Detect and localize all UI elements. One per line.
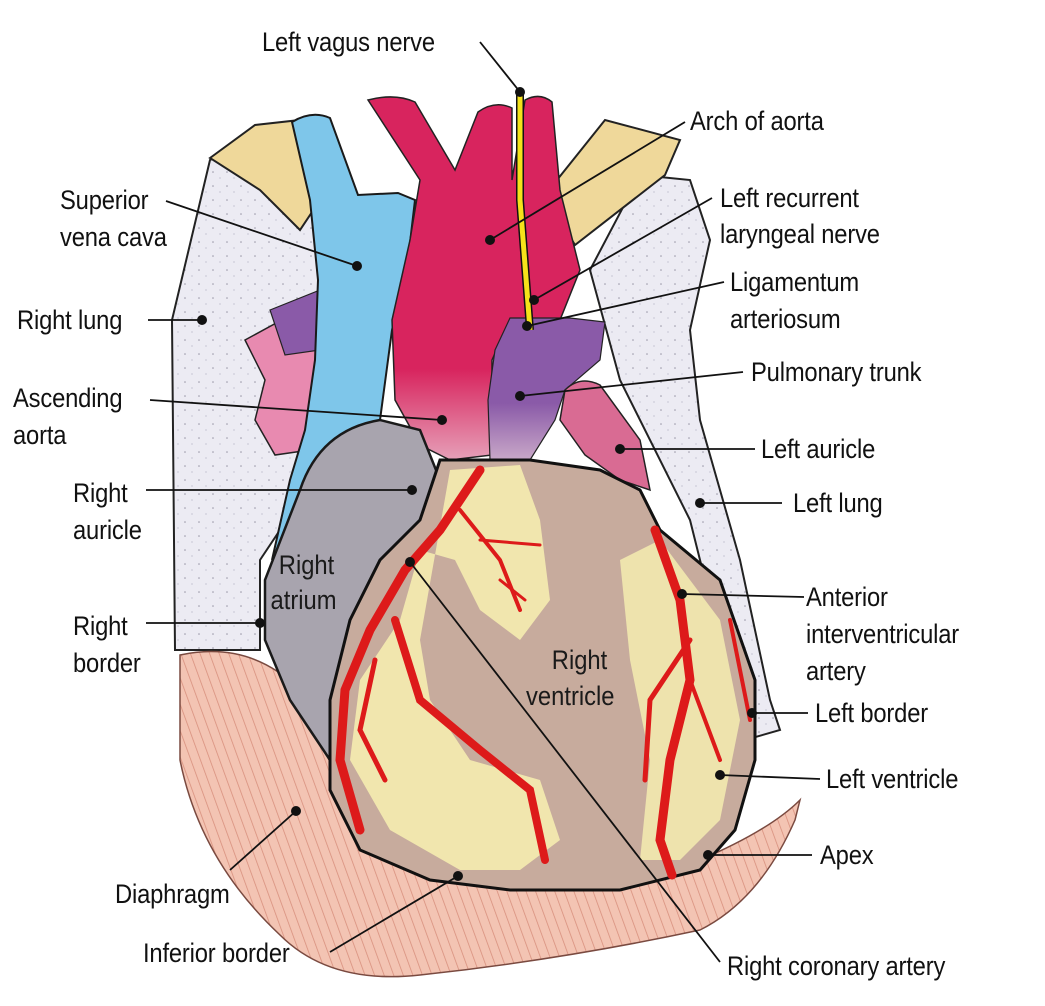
label-right-atrium-line1: Right (278, 550, 335, 580)
label-ascending-aorta-line1: Ascending (13, 383, 123, 413)
label-inferior-border: Inferior border (143, 938, 290, 968)
label-superior-vena-cava-line1: Superior (60, 185, 149, 215)
right-atrium (263, 418, 442, 764)
label-pulmonary-trunk: Pulmonary trunk (751, 357, 922, 387)
label-anterior-interventricular-artery-line3: artery (806, 656, 866, 686)
label-left-recurrent-laryngeal-nerve-line1: Left recurrent (720, 183, 859, 213)
label-ligamentum-arteriosum-line1: Ligamentum (730, 267, 860, 297)
label-left-ventricle: Left ventricle (826, 764, 959, 794)
label-left-lung: Left lung (793, 488, 883, 518)
epicardial-fat (350, 465, 560, 870)
label-anterior-interventricular-artery-line2: interventricular (806, 619, 960, 649)
label-right-auricle-line1: Right (73, 478, 128, 508)
left-lung (588, 173, 782, 742)
leader-dots (197, 87, 757, 881)
leader-lines (146, 41, 821, 963)
label-right-border-line2: border (73, 648, 141, 678)
label-right-atrium-line2: atrium (270, 585, 337, 615)
left-auricle (559, 380, 651, 492)
label-diaphragm: Diaphragm (115, 879, 230, 909)
anterior-interventricular-artery (642, 525, 752, 880)
label-left-vagus-nerve: Left vagus nerve (262, 27, 435, 57)
label-anterior-interventricular-artery-line1: Anterior (806, 582, 888, 612)
label-right-auricle-line2: auricle (73, 515, 142, 545)
label-right-coronary-artery: Right coronary artery (727, 951, 946, 981)
label-ligamentum-arteriosum-line2: arteriosum (730, 304, 841, 334)
label-left-border: Left border (815, 698, 928, 728)
label-right-ventricle-line2: ventricle (526, 681, 615, 711)
label-left-auricle: Left auricle (761, 434, 876, 464)
label-left-recurrent-laryngeal-nerve-line2: laryngeal nerve (720, 219, 880, 249)
label-right-ventricle-line1: Right (551, 645, 608, 675)
label-right-lung: Right lung (17, 305, 123, 335)
label-superior-vena-cava-line2: vena cava (60, 222, 167, 252)
label-ascending-aorta-line2: aorta (13, 420, 67, 450)
label-apex: Apex (820, 840, 874, 870)
label-right-border-line1: Right (73, 611, 128, 641)
label-arch-of-aorta: Arch of aorta (690, 106, 824, 136)
right-coronary-artery (335, 465, 549, 864)
